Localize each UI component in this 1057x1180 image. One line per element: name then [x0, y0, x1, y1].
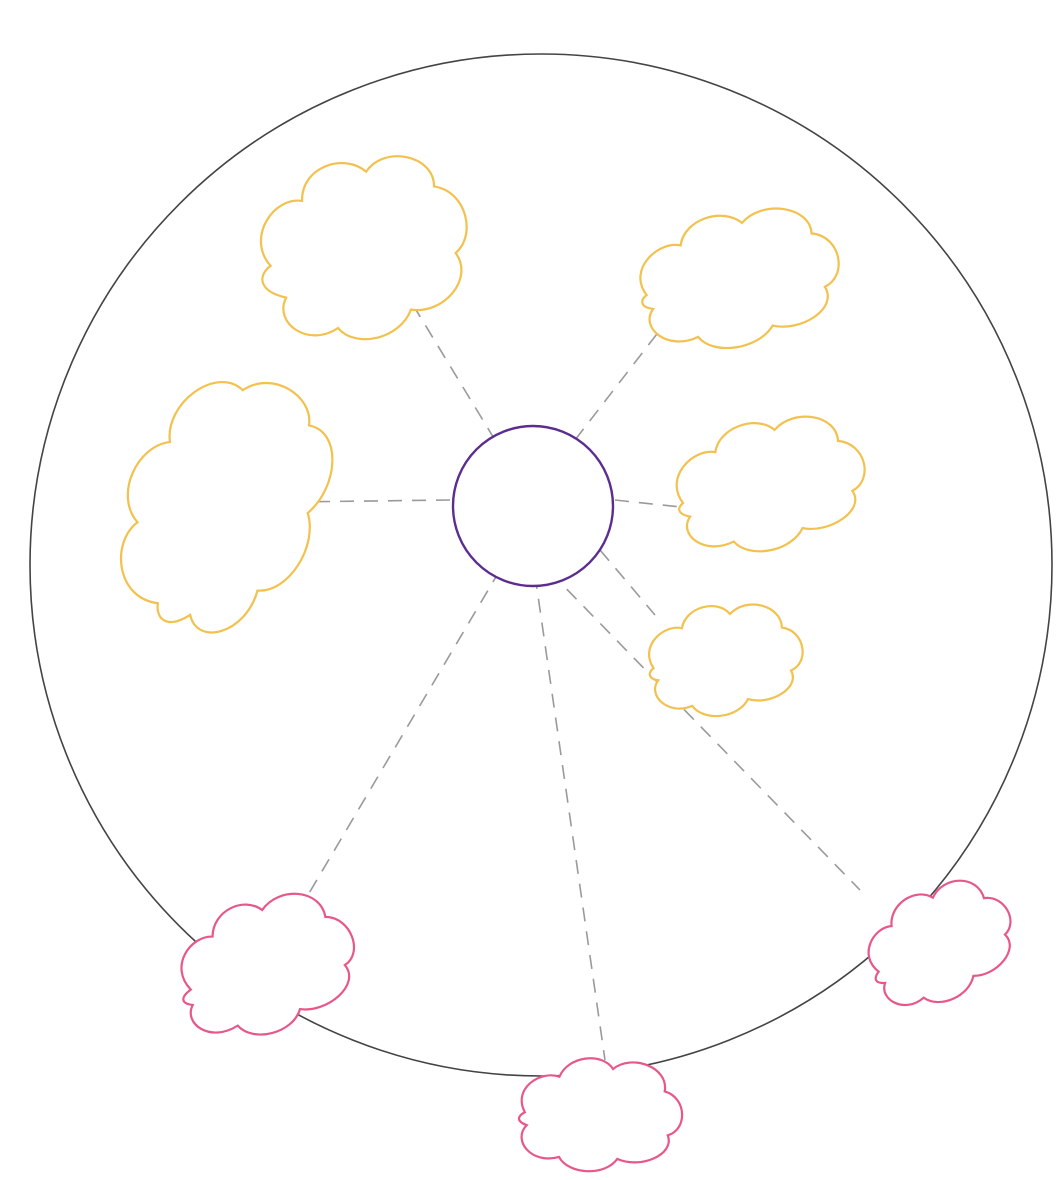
cloud-shape [517, 1057, 684, 1173]
spoke-to-outer-top-left [409, 299, 496, 441]
cloud-shape [639, 207, 840, 350]
spoke-to-hospital [534, 574, 606, 1061]
center-circle [451, 424, 615, 588]
cloud-kc [647, 603, 804, 718]
spoke-to-market [304, 569, 501, 901]
cloud-school [675, 415, 866, 553]
cloud-monastery [119, 381, 334, 634]
cloud-outer-top-left [259, 155, 468, 341]
cloud-shape [675, 415, 866, 553]
cloud-shape [180, 892, 355, 1036]
cloud-hospital [517, 1057, 684, 1173]
cloud-shape [119, 381, 334, 634]
center-node [451, 424, 615, 588]
cloud-shape [647, 603, 804, 718]
cloud-village-clinic [639, 207, 840, 350]
cloud-kc-outside [867, 879, 1012, 1007]
spoke-to-kc [599, 549, 656, 616]
spoke-to-village-clinic [574, 329, 661, 441]
cloud-shape [259, 155, 468, 341]
spokes [289, 299, 861, 1061]
cloud-shape [867, 879, 1012, 1007]
spoke-to-school [614, 499, 691, 509]
spoke-to-kc-outside [549, 571, 861, 891]
cloud-market [180, 892, 355, 1036]
